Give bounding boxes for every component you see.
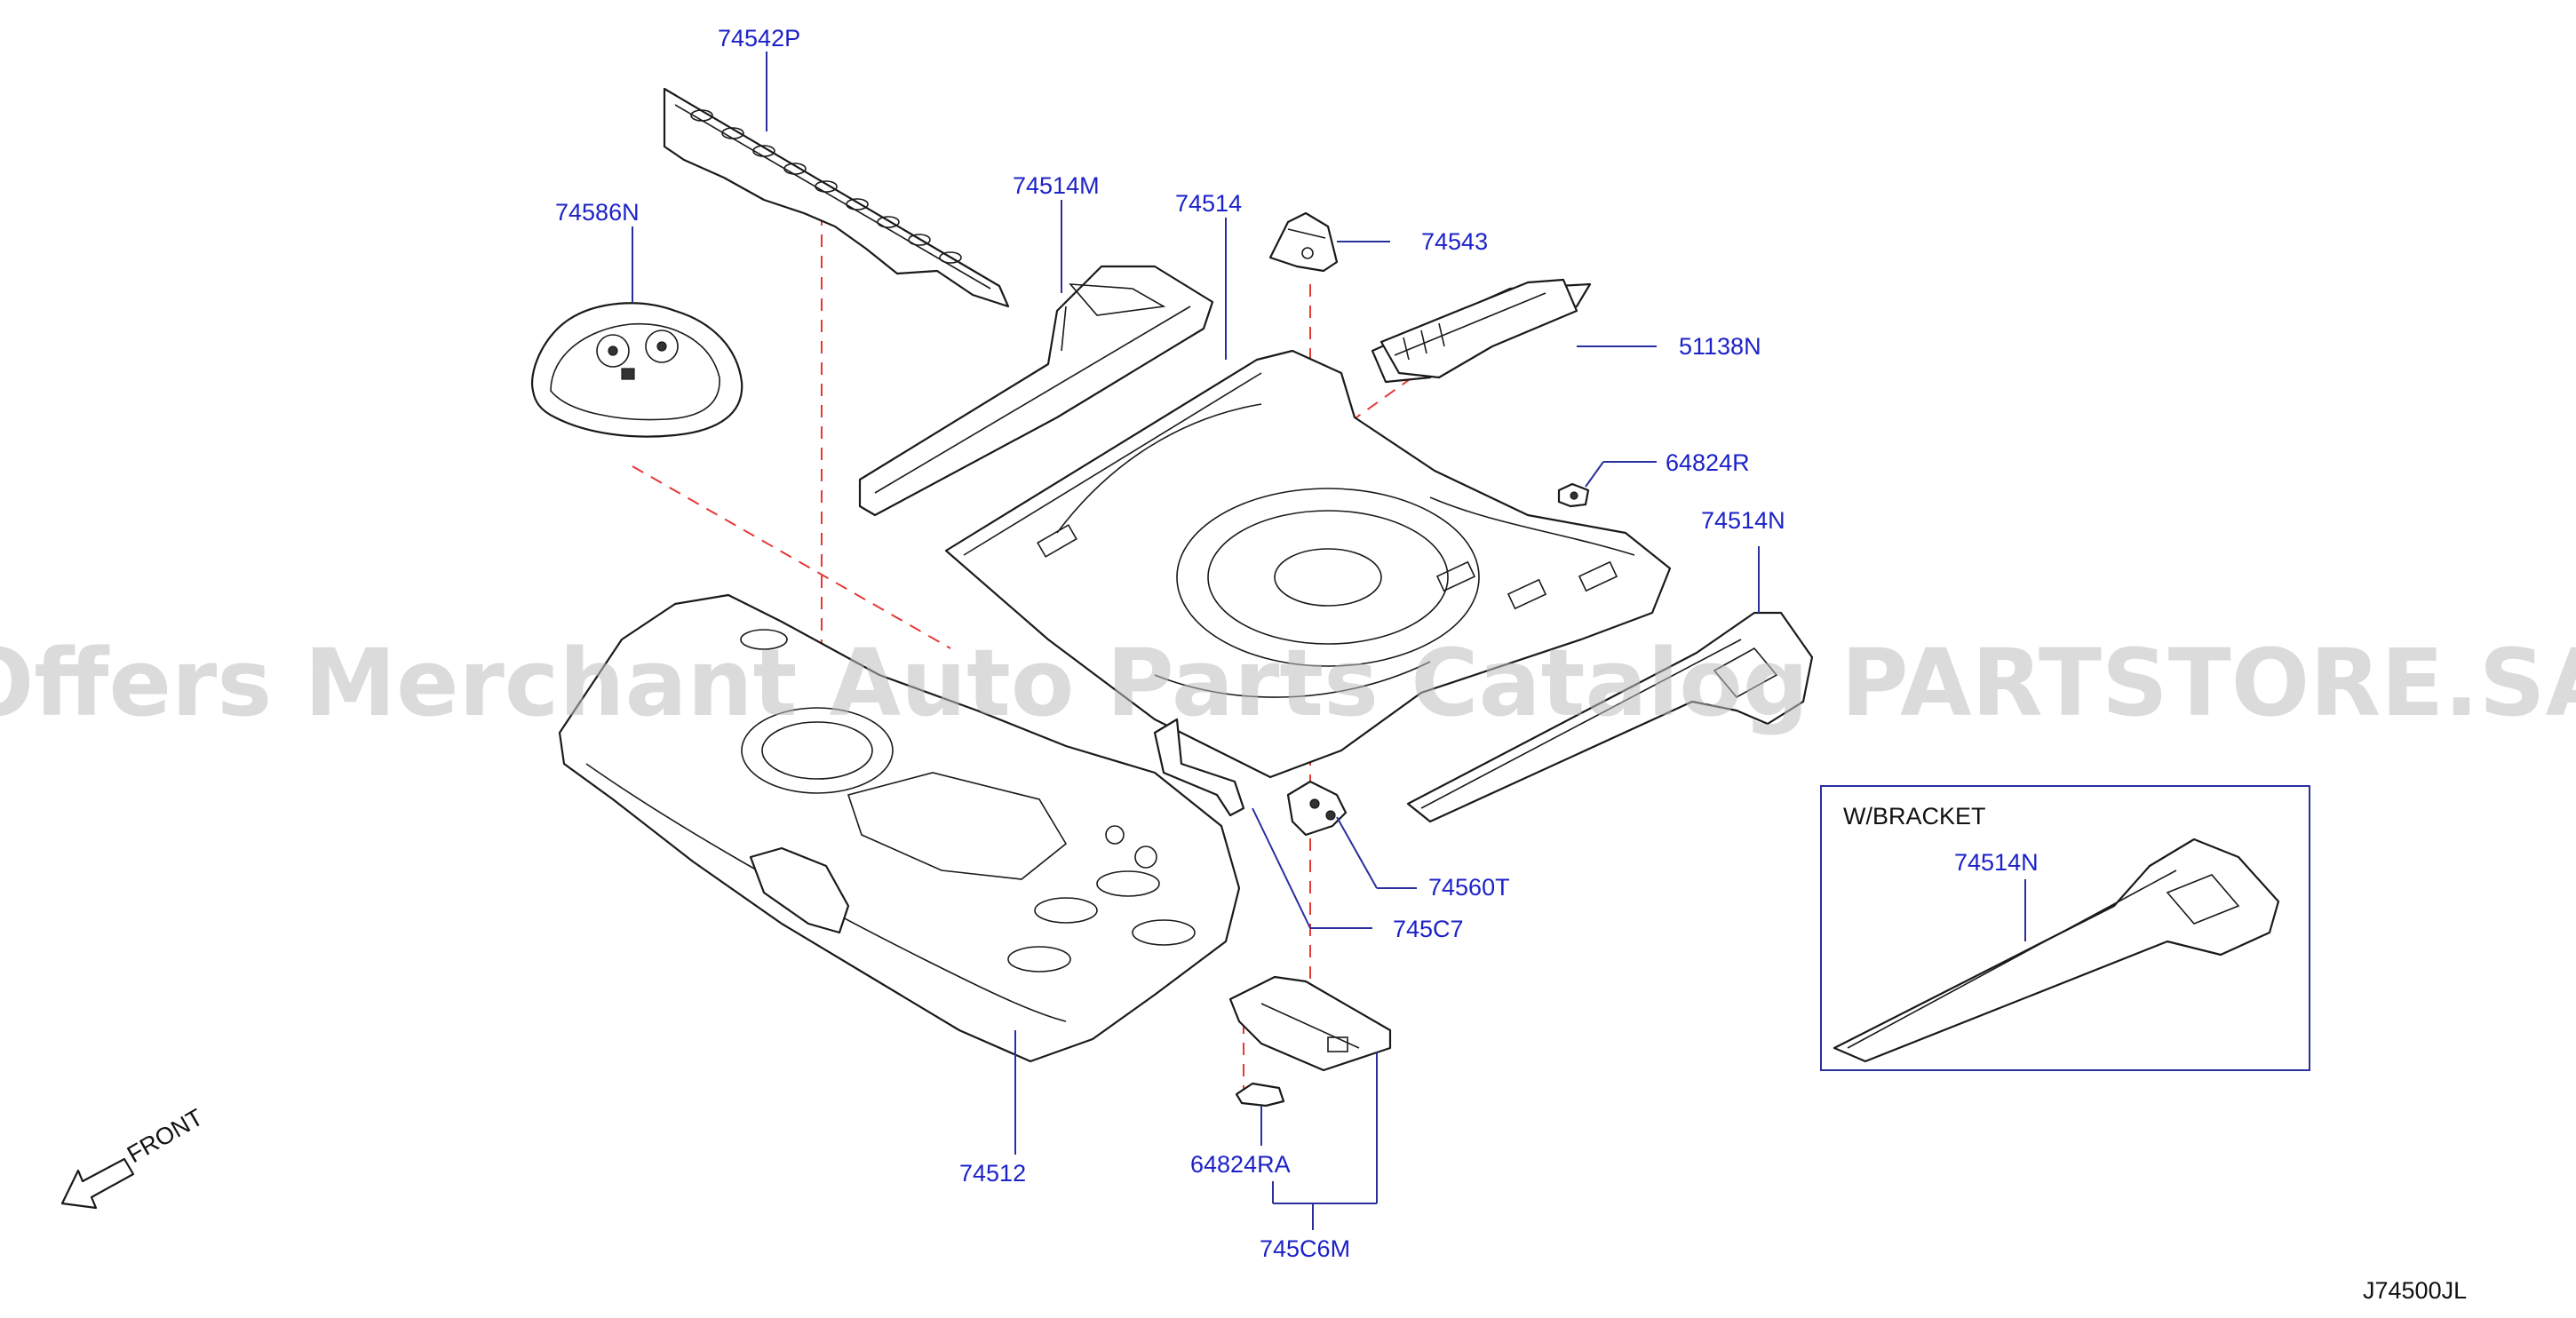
inset-title: W/BRACKET [1843,803,1986,830]
label-74514[interactable]: 74514 [1175,190,1242,217]
label-74543[interactable]: 74543 [1421,228,1488,255]
watermark-text: Offers Merchant Auto Parts Catalog PARTS… [0,629,2576,737]
part-51138N-drawing [1371,278,1592,384]
label-74512[interactable]: 74512 [959,1160,1026,1187]
part-64824R-drawing [1557,482,1590,508]
part-74560T-drawing [1286,780,1348,837]
part-74514N-drawing [1406,611,1814,823]
label-74586N[interactable]: 74586N [555,199,640,226]
diagram-code: J74500JL [2363,1277,2467,1304]
label-745C6M[interactable]: 745C6M [1260,1235,1350,1262]
part-745C6M-drawing [1228,975,1392,1072]
label-64824R[interactable]: 64824R [1666,449,1750,476]
part-labels: 74542P 74514M 74514 74543 74586N 51138N … [123,25,2467,1304]
label-inset-74514N[interactable]: 74514N [1954,849,2039,876]
label-74542P[interactable]: 74542P [718,25,800,52]
front-label: FRONT [123,1104,208,1168]
label-74514M[interactable]: 74514M [1013,172,1100,199]
label-74514N[interactable]: 74514N [1701,507,1785,534]
part-74586N-drawing [530,302,743,438]
part-64824RA-drawing [1235,1082,1285,1108]
part-74512-drawing [558,593,1241,1063]
label-745C7[interactable]: 745C7 [1393,916,1464,942]
label-74560T[interactable]: 74560T [1428,874,1510,901]
label-64824RA[interactable]: 64824RA [1190,1151,1291,1178]
part-745C7-drawing [1153,718,1245,817]
part-74514M-drawing [858,265,1214,517]
part-74543-drawing [1268,211,1339,273]
label-51138N[interactable]: 51138N [1679,333,1761,360]
leader-lines [632,52,2026,1230]
part-74542P-drawing [663,87,1010,308]
front-arrow-icon [60,1157,135,1210]
part-74514-drawing [944,349,1672,779]
inset-with-bracket [1820,785,2310,1071]
